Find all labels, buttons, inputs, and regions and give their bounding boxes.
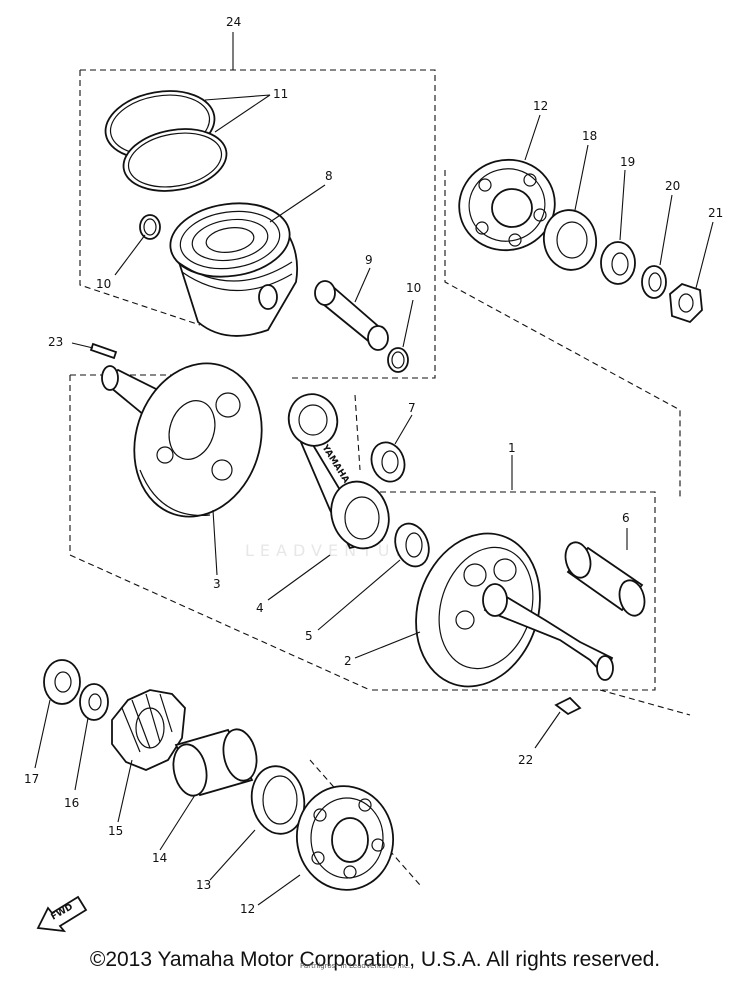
label-17: 17 [24,772,39,786]
label-19: 19 [620,155,635,169]
piston-group-outline [79,69,436,379]
nut-21 [669,282,703,324]
label-16: 16 [64,796,79,810]
piston-rings [104,90,228,192]
small-credit-text: Partnlgrosr in LeadVenture, Inc. [300,962,411,970]
label-10-right: 10 [406,281,421,295]
left-crank-half [101,362,263,518]
key-23 [89,342,118,360]
shim-19 [600,241,636,285]
label-21: 21 [708,206,723,220]
connecting-rod: YAMAHA [287,393,390,550]
spacer-14 [172,728,258,797]
label-18: 18 [582,129,597,143]
piston-pin [314,280,389,351]
crank-pin [564,541,646,617]
label-8: 8 [325,169,333,183]
circlip-left [139,214,161,240]
piston-ring-lower [122,128,228,192]
watermark-text: LEADVENTURE [245,541,429,560]
crank-assembly-outline [370,491,656,691]
fwd-arrow-icon: FWD [36,895,88,933]
label-12-top: 12 [533,99,548,113]
small-end-bearing [370,441,406,483]
right-bearing-outline [444,170,681,500]
big-end-bearing [394,522,430,568]
piston [169,202,299,337]
oil-seal-18 [542,209,598,271]
seal-13 [250,765,306,835]
bearing-12-lower [295,785,395,891]
gear-15 [111,689,186,771]
label-11: 11 [273,87,288,101]
washer-20 [641,265,667,299]
washer-16 [79,683,109,721]
right-crank-half [415,532,614,688]
leader-lines [34,32,714,906]
label-23: 23 [48,335,63,349]
key-22 [554,696,582,716]
label-9: 9 [365,253,373,267]
label-1: 1 [508,441,516,455]
right-bearing-12 [458,158,556,252]
label-12-bottom: 12 [240,902,255,916]
label-2: 2 [344,654,352,668]
label-6: 6 [622,511,630,525]
label-5: 5 [305,629,313,643]
right-lower-outline [599,689,691,716]
circlip-right [387,347,409,373]
seal-17 [43,659,81,705]
label-10-left: 10 [96,277,111,291]
label-15: 15 [108,824,123,838]
label-14: 14 [152,851,167,865]
label-3: 3 [213,577,221,591]
label-7: 7 [408,401,416,415]
label-20: 20 [665,179,680,193]
label-24: 24 [226,15,241,29]
copyright-notice: ©2013 Yamaha Motor Corporation, U.S.A. A… [89,948,661,971]
label-22: 22 [518,753,533,767]
label-4: 4 [256,601,264,615]
part-number-labels: 24 11 8 10 9 10 12 18 19 20 21 23 7 1 6 … [24,15,723,916]
label-13: 13 [196,878,211,892]
